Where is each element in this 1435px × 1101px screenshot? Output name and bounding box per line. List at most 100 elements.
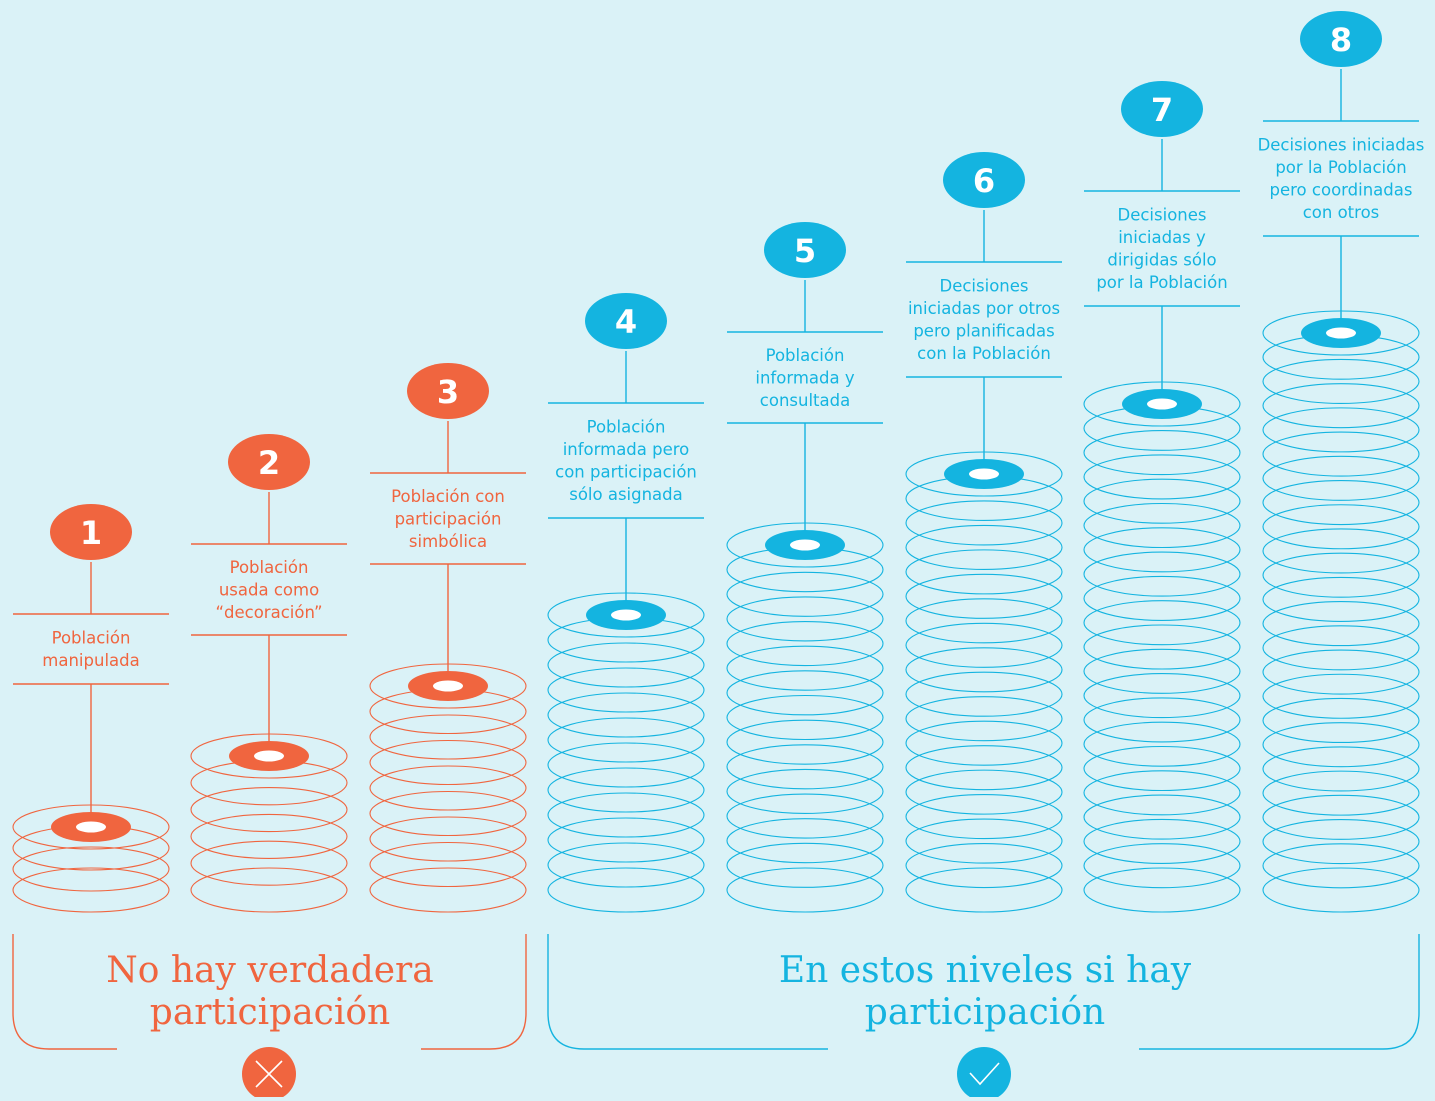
coil-ring — [1083, 430, 1241, 476]
coil-top-hole — [433, 680, 463, 692]
coil-top-hole — [1326, 327, 1356, 339]
coil-ring — [1083, 673, 1241, 719]
coil-ring — [905, 598, 1063, 644]
coil-ring — [1083, 454, 1241, 500]
coil-top-hole — [969, 468, 999, 480]
coil-ring — [1083, 624, 1241, 670]
coil-ring — [905, 867, 1063, 913]
coil-ring — [369, 790, 527, 837]
coil-ring — [12, 867, 170, 913]
level-number-badge — [585, 293, 667, 349]
level-label-line: por la Población — [1096, 273, 1227, 292]
level-label-line: Población — [766, 346, 845, 365]
coil-ring — [1262, 358, 1420, 404]
coil-ring — [905, 745, 1063, 791]
coil-ring — [1262, 504, 1420, 550]
coil-top-hole — [790, 539, 820, 551]
coil-ring — [1262, 722, 1420, 768]
coil-ring — [1083, 600, 1241, 646]
coil-ring — [547, 717, 705, 763]
level-label-line: informada pero — [563, 440, 690, 459]
x-icon-circle — [242, 1047, 296, 1101]
level-label-line: usada como — [219, 580, 319, 599]
level-number-badge — [943, 152, 1025, 208]
caption-line: participación — [864, 992, 1106, 1033]
level-number: 1 — [80, 514, 102, 552]
level-number-badge — [1121, 81, 1203, 137]
coil-ring — [726, 571, 884, 617]
coil-ring — [369, 714, 527, 760]
level-number: 7 — [1151, 91, 1173, 129]
coil-ring — [1083, 527, 1241, 573]
ladder-level-8: Decisiones iniciadas por la Población pero… — [1258, 11, 1425, 913]
coil-ring — [905, 696, 1063, 742]
level-label-line: Población con — [391, 487, 505, 506]
level-label-line: Población — [587, 418, 666, 437]
coil-top-hole — [611, 609, 641, 621]
coil-ring — [726, 719, 884, 765]
level-label-line: Población — [230, 558, 309, 577]
coil-ring — [1083, 575, 1241, 621]
coil-ring — [547, 642, 705, 688]
coil-ring — [726, 818, 884, 864]
level-number: 4 — [615, 303, 637, 341]
level-label-line: dirigidas sólo — [1107, 251, 1216, 270]
coil-ring — [547, 792, 705, 838]
coil-ring — [905, 842, 1063, 889]
level-label-line: iniciadas y — [1118, 228, 1206, 247]
coil-ring — [1083, 770, 1241, 816]
coil-ring — [1083, 818, 1241, 864]
coil-ring — [547, 817, 705, 863]
caption-line: En estos niveles si hay — [778, 950, 1192, 991]
level-label-line: Decisiones — [1118, 206, 1207, 225]
coil-ring — [905, 720, 1063, 766]
coil-ring — [726, 694, 884, 741]
coil-ring — [905, 622, 1063, 668]
check-icon-circle — [957, 1047, 1011, 1101]
level-number: 8 — [1330, 21, 1352, 59]
level-number-badge — [228, 434, 310, 490]
coil-top-hole — [1147, 398, 1177, 410]
check-icon — [957, 1047, 1011, 1101]
coil-ring — [726, 842, 884, 888]
coil-ring — [1262, 455, 1420, 501]
coil-ring — [547, 742, 705, 788]
level-label-line: pero coordinadas — [1270, 181, 1413, 200]
coil-ring — [1262, 383, 1420, 429]
coil-ring — [547, 667, 705, 713]
level-label-line: participación — [395, 509, 502, 528]
coil-ring — [190, 787, 348, 833]
coil-ring — [1262, 431, 1420, 477]
coil-ring — [1262, 625, 1420, 671]
coil-ring — [1262, 479, 1420, 526]
coil-ring — [1083, 721, 1241, 767]
coil-ring — [1083, 502, 1241, 549]
level-label-line: Decisiones iniciadas — [1258, 136, 1425, 155]
level-number: 6 — [973, 162, 995, 200]
x-icon — [242, 1047, 296, 1101]
level-number-badge — [50, 504, 132, 560]
ladder-level-7: Decisiones iniciadas y dirigidas sólo por l… — [1083, 81, 1241, 913]
coil-ring — [190, 813, 348, 859]
level-label-line: por la Población — [1275, 158, 1406, 177]
coil-ring — [1262, 407, 1420, 453]
coil-ring — [1262, 770, 1420, 816]
coil-ring — [726, 744, 884, 790]
coil-ring — [369, 765, 527, 811]
level-label-line: Decisiones — [940, 277, 1029, 296]
coil-ring — [1262, 819, 1420, 865]
coil-ring — [905, 524, 1063, 570]
level-number-badge — [764, 222, 846, 278]
coil-ring — [369, 841, 527, 888]
level-number: 3 — [437, 373, 459, 411]
level-number: 5 — [794, 232, 816, 270]
coil-ring — [1083, 648, 1241, 694]
coil-ring — [1083, 843, 1241, 889]
coil-ring — [905, 573, 1063, 619]
